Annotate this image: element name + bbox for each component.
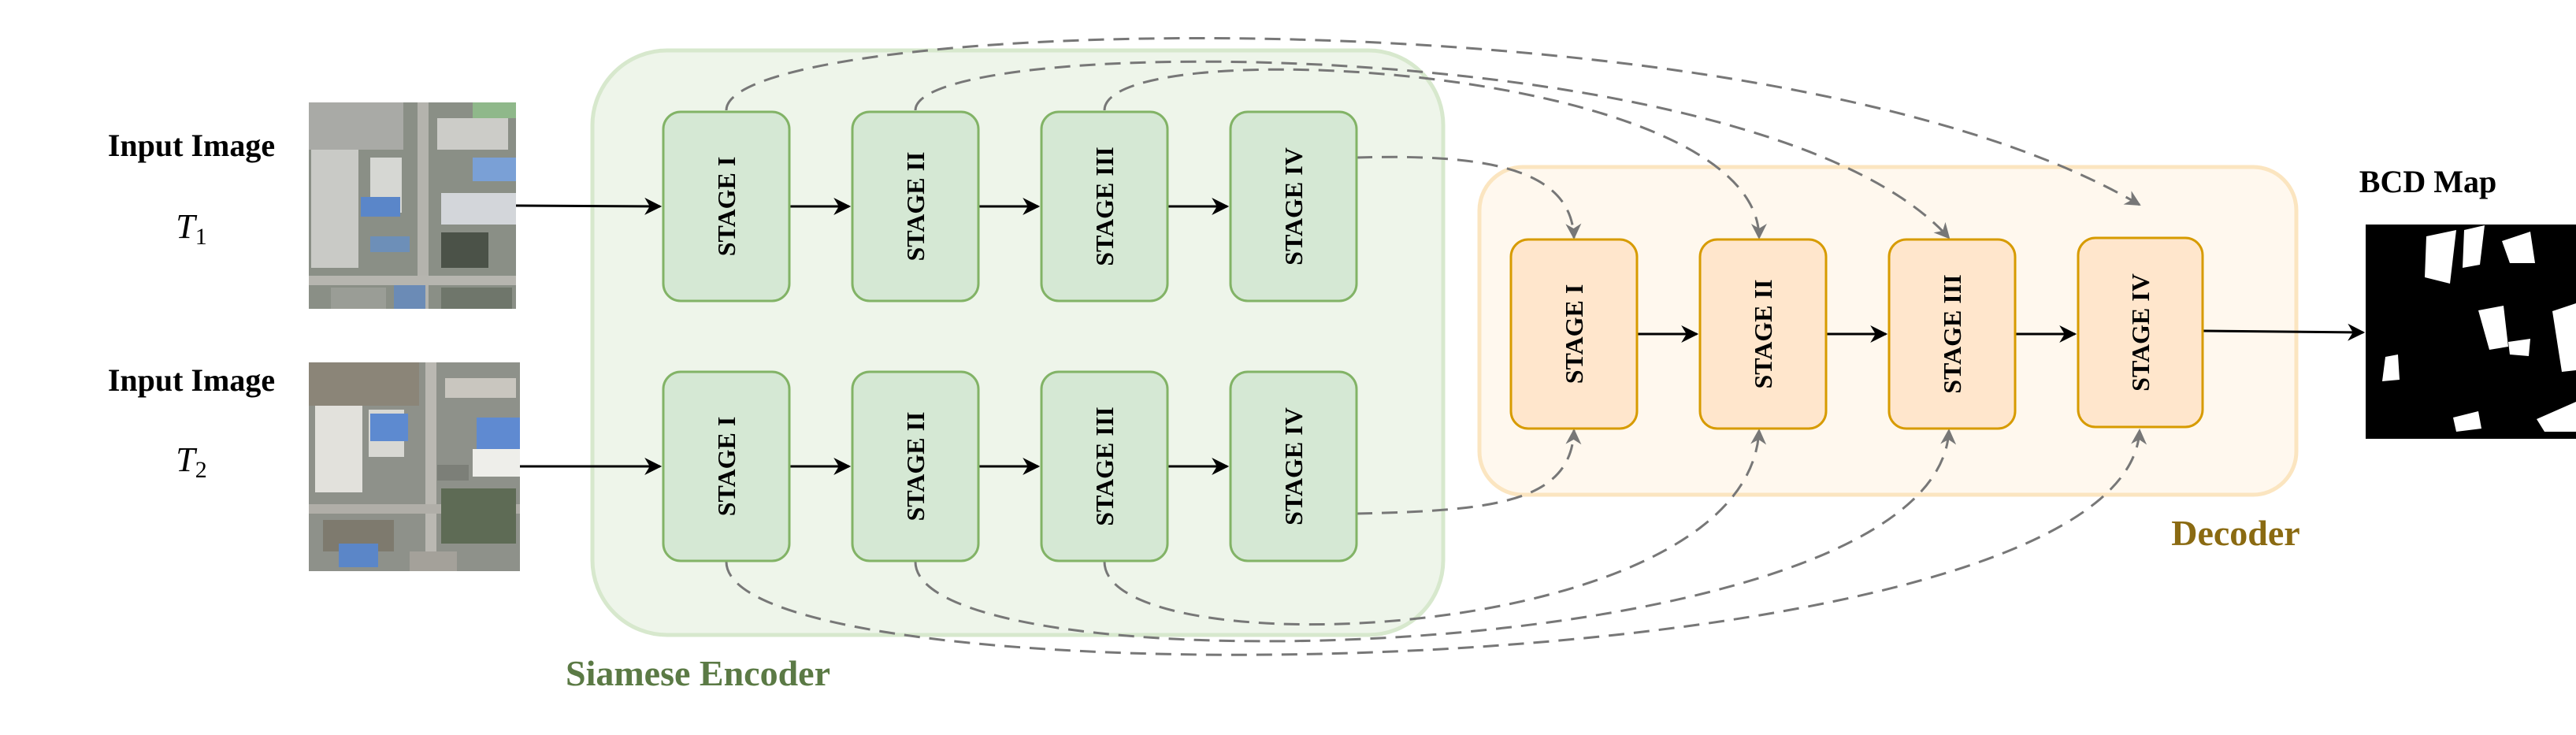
encoder-t2-stage-3-label: STAGE III [1090, 406, 1119, 525]
input-image-t2 [309, 362, 520, 571]
decoder-stage-3-label: STAGE III [1938, 274, 1966, 393]
encoder-t2-stage-2 [851, 370, 980, 562]
input-2-time-sub: 2 [195, 457, 207, 483]
input-1-label: Input Image [108, 128, 275, 163]
decoder-stage-1 [1509, 238, 1639, 430]
skip-top-stage2 [914, 60, 1951, 239]
decoder-stage-4-label: STAGE IV [2126, 273, 2155, 392]
arrow-decoder-to-output [2202, 323, 2366, 341]
skip-bottom-stage3 [1103, 429, 1767, 626]
input-1-time: T1 [176, 207, 206, 250]
skip-top-stage3 [1103, 68, 1767, 239]
skip-top-stage4 [1356, 155, 1582, 239]
input-2-label: Input Image [108, 362, 275, 398]
encoder-t1-stage-2-label: STAGE II [901, 151, 930, 261]
decoder-stage-1-label: STAGE I [1560, 284, 1588, 384]
encoder-t2-stage-4-label: STAGE IV [1279, 407, 1308, 525]
encoder-t2-stage-1 [662, 370, 791, 562]
bcd-map-image [2366, 225, 2576, 439]
encoder-t1-stage-1-label: STAGE I [712, 157, 741, 257]
skip-bottom-stage4 [1356, 429, 1582, 515]
encoder-t1-stage-1 [662, 110, 791, 303]
encoder-t1-stage-4 [1229, 110, 1358, 303]
input-1-time-var: T [176, 207, 198, 246]
input-image-t1 [309, 102, 516, 309]
input-1-time-sub: 1 [195, 224, 207, 250]
decoder-stage-3 [1887, 238, 2017, 430]
encoder-t1-stage-2 [851, 110, 980, 303]
encoder-title: Siamese Encoder [566, 653, 830, 693]
decoder-stage-2-label: STAGE II [1749, 279, 1777, 388]
encoder-t1-stage-4-label: STAGE IV [1279, 147, 1308, 265]
decoder-stage-2 [1698, 238, 1828, 430]
encoder-stream-t2: STAGE I STAGE II STAGE III STAGE IV [662, 370, 1358, 562]
encoder-t2-stage-3 [1040, 370, 1169, 562]
encoder-t1-stage-3 [1040, 110, 1169, 303]
decoder-title: Decoder [2171, 513, 2299, 553]
skip-bottom-stage2 [914, 429, 1957, 643]
output-label: BCD Map [2359, 164, 2496, 199]
decoder-stages: STAGE I STAGE II STAGE III STAGE IV [1509, 236, 2204, 430]
skip-top-stage1 [725, 36, 2141, 206]
encoder-t1-stage-3-label: STAGE III [1090, 147, 1119, 265]
input-2-time: T2 [176, 440, 206, 483]
skip-bottom-stage1 [725, 429, 2147, 656]
encoder-stream-t1: STAGE I STAGE II STAGE III STAGE IV [662, 110, 1358, 303]
encoder-t2-stage-4 [1229, 370, 1358, 562]
skip-connections [725, 36, 2147, 656]
encoder-t2-stage-2-label: STAGE II [901, 411, 930, 521]
encoder-t2-stage-1-label: STAGE I [712, 417, 741, 517]
input-2-time-var: T [176, 440, 198, 479]
flow-arrows [515, 197, 2366, 475]
decoder-stage-4 [2077, 236, 2204, 429]
